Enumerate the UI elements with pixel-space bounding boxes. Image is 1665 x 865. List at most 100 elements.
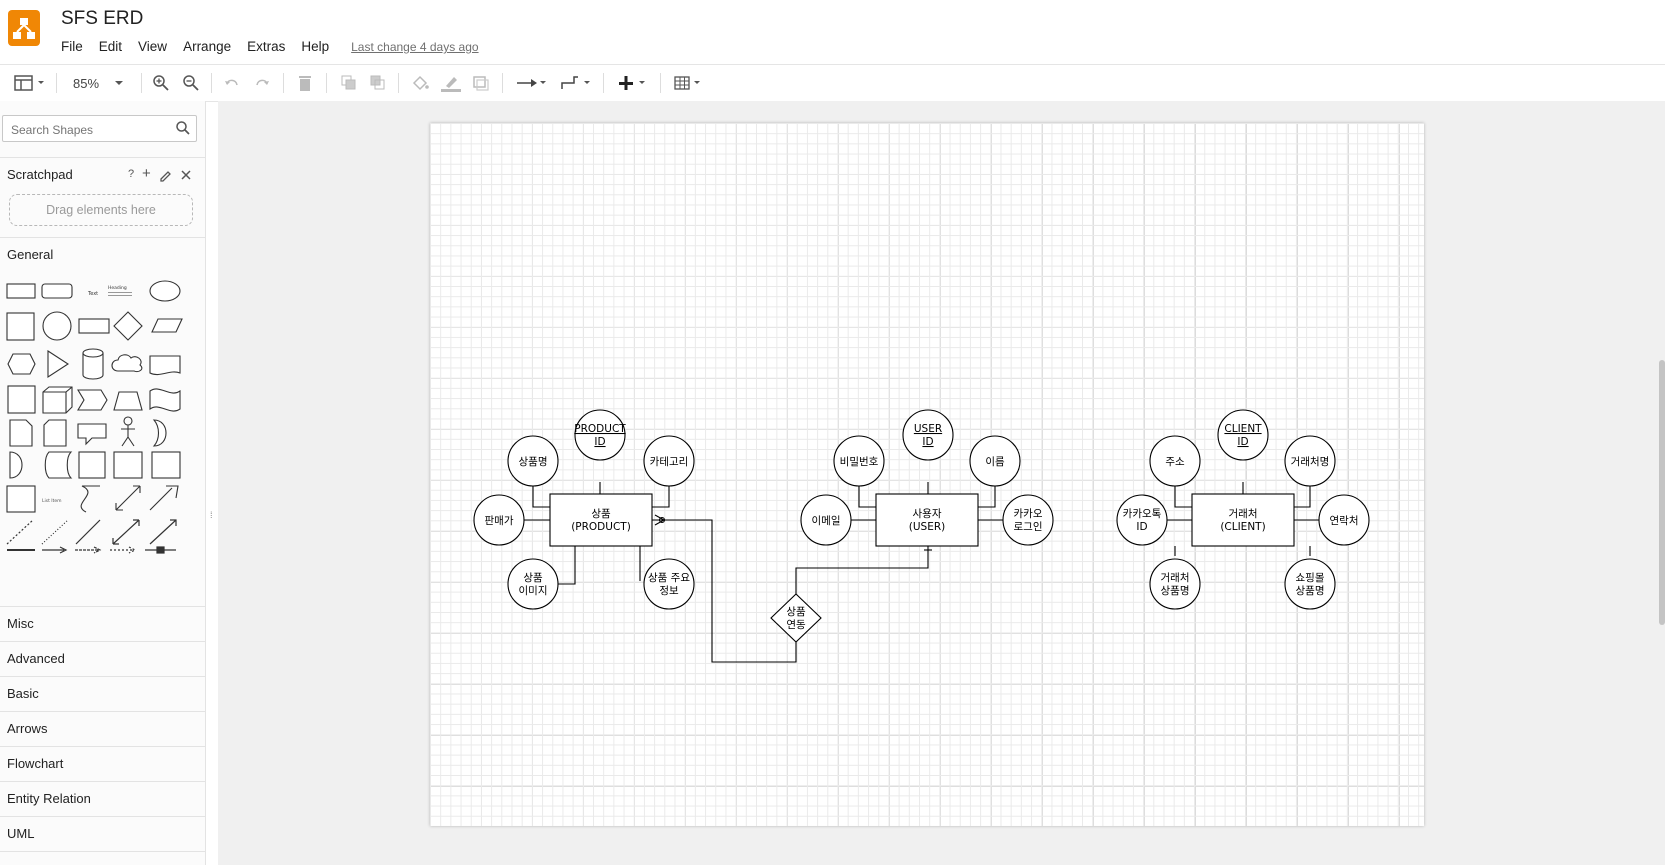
edit-icon[interactable] (159, 168, 173, 182)
table-button[interactable] (674, 74, 708, 92)
plus-icon (619, 76, 645, 90)
shadow-icon (473, 76, 489, 91)
parallelogram-shape (151, 318, 183, 333)
connection-style-button[interactable] (516, 74, 550, 92)
vertical-scrollbar[interactable] (1659, 360, 1665, 625)
diagram-page[interactable] (430, 123, 1424, 826)
frame-shape (78, 451, 106, 479)
to-back-button[interactable] (369, 74, 387, 92)
to-front-button[interactable] (340, 74, 358, 92)
category-entity-relation[interactable]: Entity Relation (0, 781, 205, 815)
zoom-out-icon (183, 75, 199, 91)
ellipse-shape (149, 280, 181, 302)
fill-color-button[interactable] (411, 74, 429, 92)
pencil-icon (441, 77, 461, 92)
waypoints-button[interactable] (560, 74, 594, 92)
list-shape (6, 485, 36, 513)
category-arrows[interactable]: Arrows (0, 711, 205, 745)
delay-shape (9, 451, 23, 479)
close-icon[interactable] (180, 169, 192, 181)
last-change-link[interactable]: Last change 4 days ago (351, 40, 479, 54)
search-shapes (2, 115, 197, 142)
drawio-logo[interactable] (8, 10, 40, 46)
zoom-level: 85% (73, 75, 100, 91)
trapezoid-shape (113, 391, 143, 411)
format-panel-toggle[interactable] (14, 74, 46, 92)
entity-relation-label: Entity Relation (7, 791, 91, 806)
heading-shape-label: Heading (108, 285, 127, 291)
container-shape (113, 451, 143, 479)
connector-dotted-shape (110, 546, 137, 554)
document-title[interactable]: SFS ERD (61, 8, 144, 29)
redo-icon (256, 79, 269, 86)
scratchpad-drop-zone[interactable]: Drag elements here (9, 194, 193, 226)
delete-button[interactable] (297, 74, 313, 92)
arrow-right-icon (517, 79, 546, 87)
menu-extras[interactable]: Extras (247, 39, 286, 54)
scratchpad-title[interactable]: Scratchpad (7, 167, 73, 182)
scratchpad-help-button[interactable]: ? (128, 168, 135, 180)
menu-edit[interactable]: Edit (98, 39, 123, 54)
insert-button[interactable] (617, 74, 651, 92)
general-shapes-palette[interactable]: Text Heading List Item (0, 274, 200, 574)
category-flowchart[interactable]: Flowchart (0, 746, 205, 780)
text-shape-label: Text (87, 291, 98, 297)
diamond-shape (113, 311, 143, 341)
to-back-icon (370, 75, 385, 90)
dotted-line-shape (41, 519, 69, 545)
search-input[interactable] (9, 118, 173, 141)
waypoint-icon (561, 76, 590, 89)
menu-file[interactable]: File (61, 39, 83, 54)
shapes-sidebar: Scratchpad ? + Drag elements here Genera… (0, 101, 206, 865)
scratchpad-add-button[interactable]: + (142, 165, 151, 182)
undo-icon (225, 79, 238, 86)
line-shape (75, 519, 101, 545)
cylinder-top-shape (82, 348, 104, 358)
zoom-select[interactable]: 85% (73, 74, 129, 92)
dashed-line-shape (6, 519, 34, 545)
rectangle-shape (6, 283, 36, 299)
undo-button[interactable] (224, 74, 240, 92)
arrows-label: Arrows (7, 721, 48, 736)
actor-shape (121, 416, 135, 447)
or-shape (152, 419, 167, 447)
toolbar: 85% (0, 64, 1665, 102)
menu-bar: File Edit View Arrange Extras Help Last … (61, 39, 479, 54)
rounded-rectangle-shape (41, 283, 73, 299)
shadow-button[interactable] (472, 74, 490, 92)
app-header: SFS ERD File Edit View Arrange Extras He… (0, 0, 1665, 60)
step-shape (77, 389, 108, 411)
trash-icon (299, 76, 311, 91)
cylinder-shape (82, 353, 104, 380)
triangle-shape (47, 349, 70, 379)
zoom-in-button[interactable] (152, 74, 170, 92)
connector-box-end (156, 546, 165, 554)
circle-shape (42, 311, 72, 341)
misc-label: Misc (7, 616, 34, 631)
zoom-in-icon (153, 75, 169, 91)
menu-help[interactable]: Help (301, 39, 330, 54)
general-title: General (7, 247, 54, 262)
zoom-out-button[interactable] (182, 74, 200, 92)
menu-arrange[interactable]: Arrange (183, 39, 232, 54)
line-color-button[interactable] (441, 74, 461, 92)
redo-button[interactable] (254, 74, 270, 92)
category-advanced[interactable]: Advanced (0, 641, 205, 675)
advanced-label: Advanced (7, 651, 65, 666)
cloud-shape (111, 354, 143, 373)
to-front-icon (341, 75, 356, 90)
general-section-header[interactable]: General (0, 237, 205, 271)
search-icon[interactable] (175, 120, 191, 136)
menu-view[interactable]: View (138, 39, 168, 54)
panel-layout-icon (14, 75, 44, 91)
note-shape (9, 419, 33, 447)
scratchpad-section: Scratchpad ? + (0, 157, 205, 198)
connector-dashed-shape (75, 546, 102, 554)
curve-shape (80, 485, 100, 513)
sidebar-splitter[interactable]: ⁞ (210, 510, 213, 520)
category-basic[interactable]: Basic (0, 676, 205, 710)
list-item-shape-label: List Item (42, 498, 62, 504)
category-uml[interactable]: UML (0, 816, 205, 850)
category-misc[interactable]: Misc (0, 606, 205, 640)
uml-label: UML (7, 826, 35, 841)
